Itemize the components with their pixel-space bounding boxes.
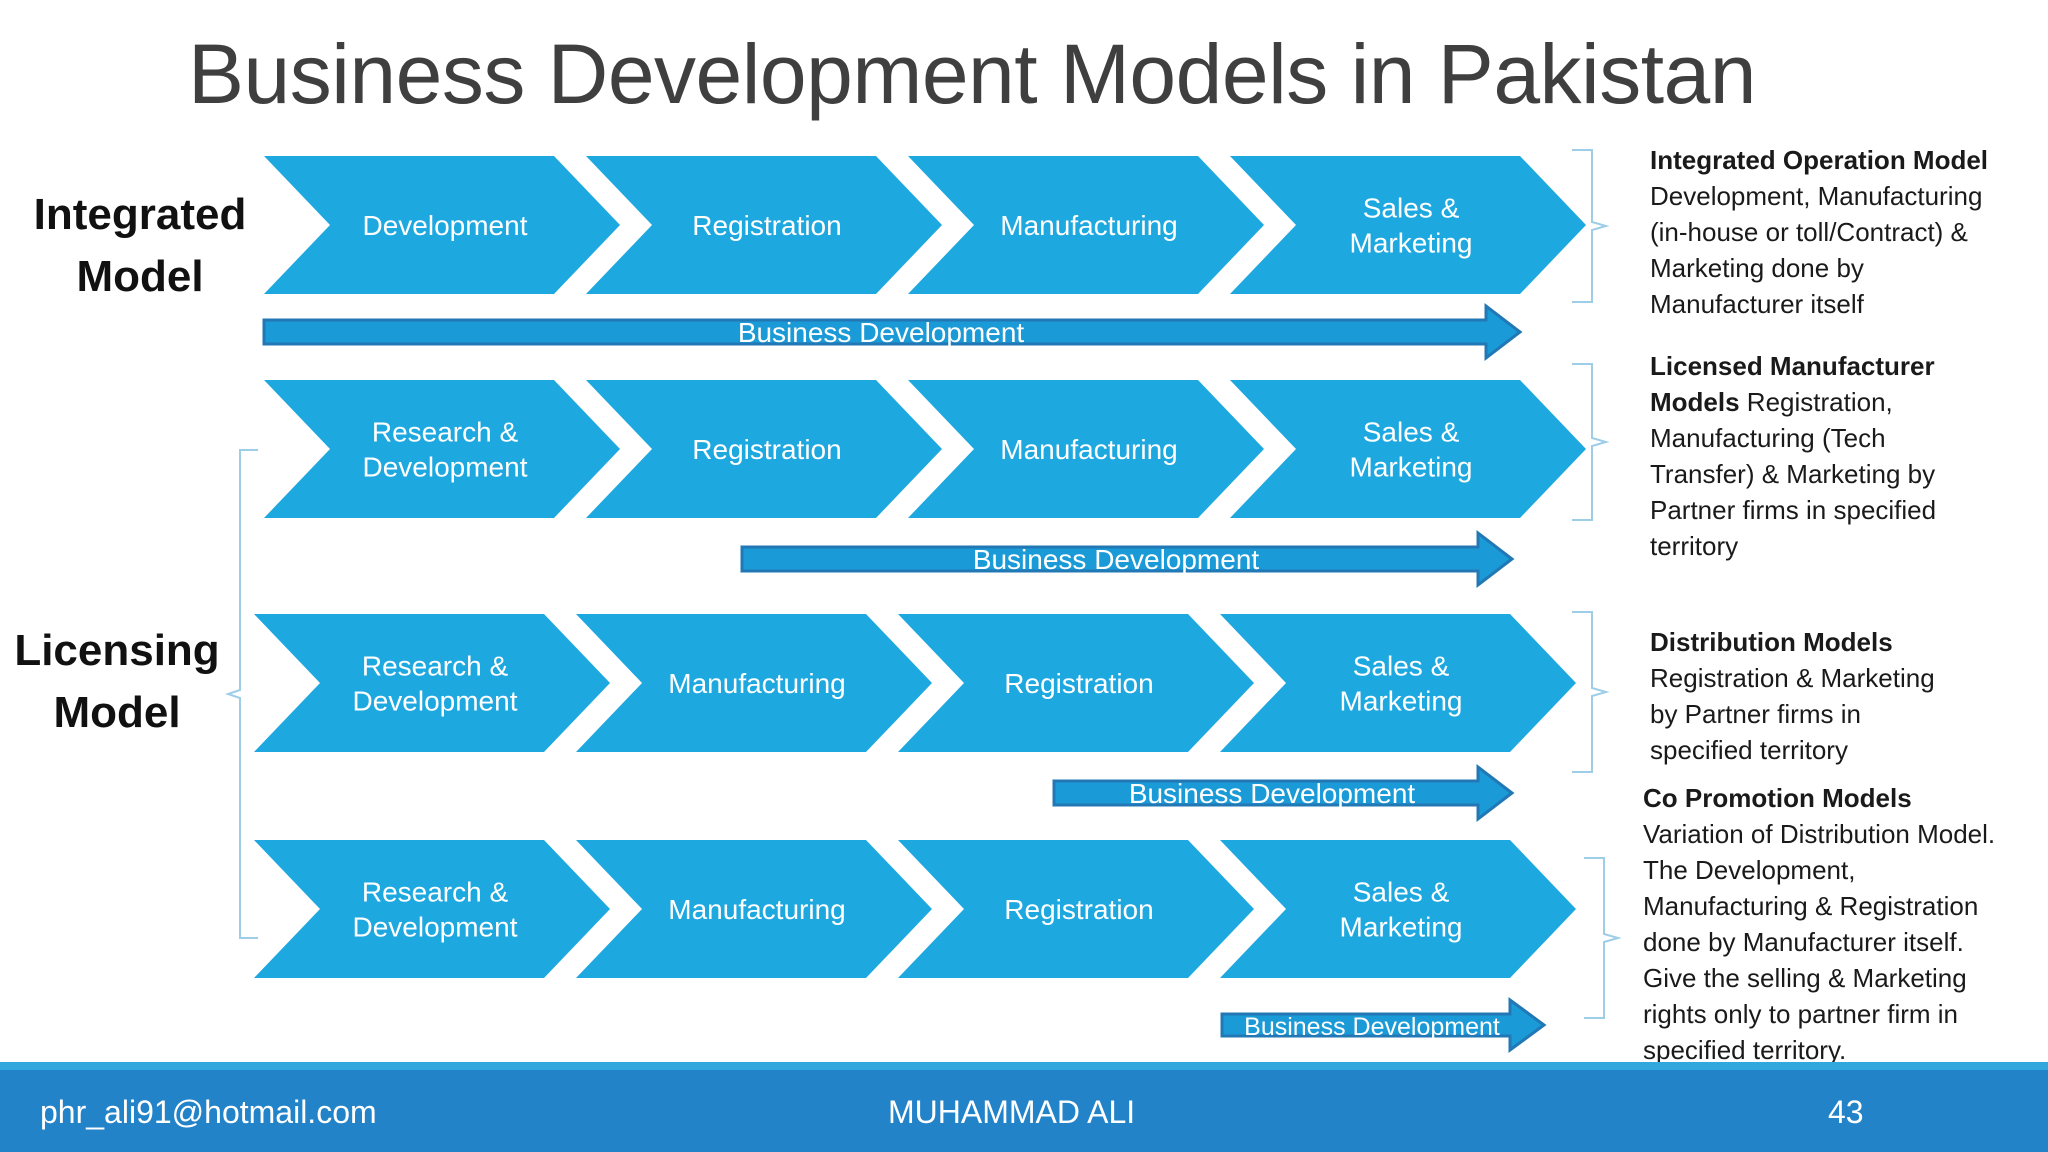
integrated-description-line: Marketing done by (1650, 253, 1864, 283)
distribution-description-line: specified territory (1650, 735, 1848, 765)
process-step-label: Manufacturing (668, 894, 845, 925)
licensed-brace (1572, 363, 1610, 521)
process-step-label: Sales & (1363, 193, 1460, 224)
process-step-chevron (1230, 380, 1586, 518)
process-step-chevron (264, 156, 620, 294)
business-development-arrow (262, 302, 1523, 362)
copromotion-description-line: Manufacturing & Registration (1643, 891, 1979, 921)
process-step-label: Marketing (1340, 912, 1463, 943)
process-step-label: Sales & (1353, 877, 1450, 908)
copromotion-description-line: The Development, (1643, 855, 1856, 885)
licensed-description: Licensed Manufacturer Models Registratio… (1650, 348, 1936, 564)
process-step-chevron (586, 156, 942, 294)
process-step-chevron (576, 614, 932, 752)
process-step-label: Registration (692, 210, 841, 241)
licensed-description-heading-2: Models (1650, 387, 1740, 417)
integrated-brace (1572, 149, 1610, 303)
process-step-chevron (1230, 156, 1586, 294)
process-step-chevron (1220, 840, 1576, 978)
integrated-description-line: Development, Manufacturing (1650, 181, 1983, 211)
process-step-label: Registration (692, 434, 841, 465)
process-step-chevron (586, 380, 942, 518)
process-step-label: Marketing (1350, 452, 1473, 483)
business-development-arrow (1220, 997, 1547, 1053)
licensed-description-line: territory (1650, 531, 1739, 561)
process-step-chevron (264, 380, 620, 518)
process-step-label: Registration (1004, 894, 1153, 925)
process-step-chevron (1220, 614, 1576, 752)
process-step-label: Research & (362, 651, 509, 682)
copromotion-description: Co Promotion Models Variation of Distrib… (1643, 780, 1995, 1068)
footer-page-number: 43 (1828, 1094, 1864, 1130)
distribution-description-line: Registration & Marketing (1650, 663, 1935, 693)
integrated-description-heading: Integrated Operation Model (1650, 145, 1989, 175)
process-step-label: Development (363, 452, 528, 483)
integrated-model-label-line2: Model (76, 251, 204, 301)
copromotion-brace (1584, 857, 1622, 1019)
business-development-label: Business Development (738, 317, 1025, 348)
copromotion-description-line: Give the selling & Marketing (1643, 963, 1967, 993)
business-development-label: Business Development (1129, 778, 1416, 809)
licensed-description-line: Manufacturing (Tech (1650, 423, 1886, 453)
integrated-description: Integrated Operation Model Development, … (1650, 142, 1988, 322)
process-step-label: Sales & (1363, 417, 1460, 448)
integrated-model-label: Integrated Model (20, 184, 260, 307)
copromotion-description-heading: Co Promotion Models (1643, 783, 1912, 813)
process-step-label: Registration (1004, 668, 1153, 699)
process-step-label: Development (353, 912, 518, 943)
process-step-label: Development (363, 210, 528, 241)
licensing-model-label: Licensing Model (12, 620, 222, 743)
process-step-label: Marketing (1340, 686, 1463, 717)
process-step-label: Marketing (1350, 228, 1473, 259)
process-step-label: Research & (362, 877, 509, 908)
copromotion-description-line: rights only to partner firm in (1643, 999, 1959, 1029)
distribution-description-line: by Partner firms in (1650, 699, 1861, 729)
business-development-arrow (740, 529, 1515, 589)
business-development-label: Business Development (1244, 1013, 1500, 1041)
integrated-model-label-line1: Integrated (33, 190, 247, 239)
process-step-label: Sales & (1353, 651, 1450, 682)
process-step-chevron (908, 380, 1264, 518)
licensed-description-line: Transfer) & Marketing by (1650, 459, 1936, 489)
licensed-description-line: Registration, (1739, 387, 1893, 417)
integrated-description-line: Manufacturer itself (1650, 289, 1864, 319)
process-step-label: Research & (372, 417, 519, 448)
copromotion-description-line: Variation of Distribution Model. (1643, 819, 1996, 849)
process-step-chevron (898, 840, 1254, 978)
process-step-chevron (908, 156, 1264, 294)
licensing-brace (224, 449, 258, 939)
process-step-label: Manufacturing (1000, 434, 1177, 465)
process-step-chevron (576, 840, 932, 978)
licensed-description-line: Partner firms in specified (1650, 495, 1937, 525)
distribution-brace (1572, 611, 1610, 773)
process-step-label: Manufacturing (668, 668, 845, 699)
integrated-description-line: (in-house or toll/Contract) & (1650, 217, 1968, 247)
copromotion-description-line: done by Manufacturer itself. (1643, 927, 1964, 957)
copromotion-description-line: specified territory. (1643, 1035, 1847, 1065)
footer-author: MUHAMMAD ALI (888, 1094, 1136, 1130)
process-step-chevron (254, 614, 610, 752)
footer-email: phr_ali91@hotmail.com (40, 1094, 377, 1130)
business-development-arrow (1052, 763, 1515, 823)
slide-title: Business Development Models in Pakistan (188, 27, 1756, 121)
licensing-model-label-line2: Model (53, 687, 181, 737)
process-step-chevron (254, 840, 610, 978)
process-step-label: Manufacturing (1000, 210, 1177, 241)
licensing-model-label-line1: Licensing (14, 626, 220, 675)
process-step-chevron (898, 614, 1254, 752)
licensed-description-heading: Licensed Manufacturer (1650, 351, 1935, 381)
distribution-description-heading: Distribution Models (1650, 627, 1893, 657)
process-step-label: Development (353, 686, 518, 717)
business-development-label: Business Development (973, 544, 1260, 575)
distribution-description: Distribution Models Registration & Marke… (1650, 624, 1935, 768)
footer-bar: phr_ali91@hotmail.com MUHAMMAD ALI 43 (0, 1062, 2048, 1152)
